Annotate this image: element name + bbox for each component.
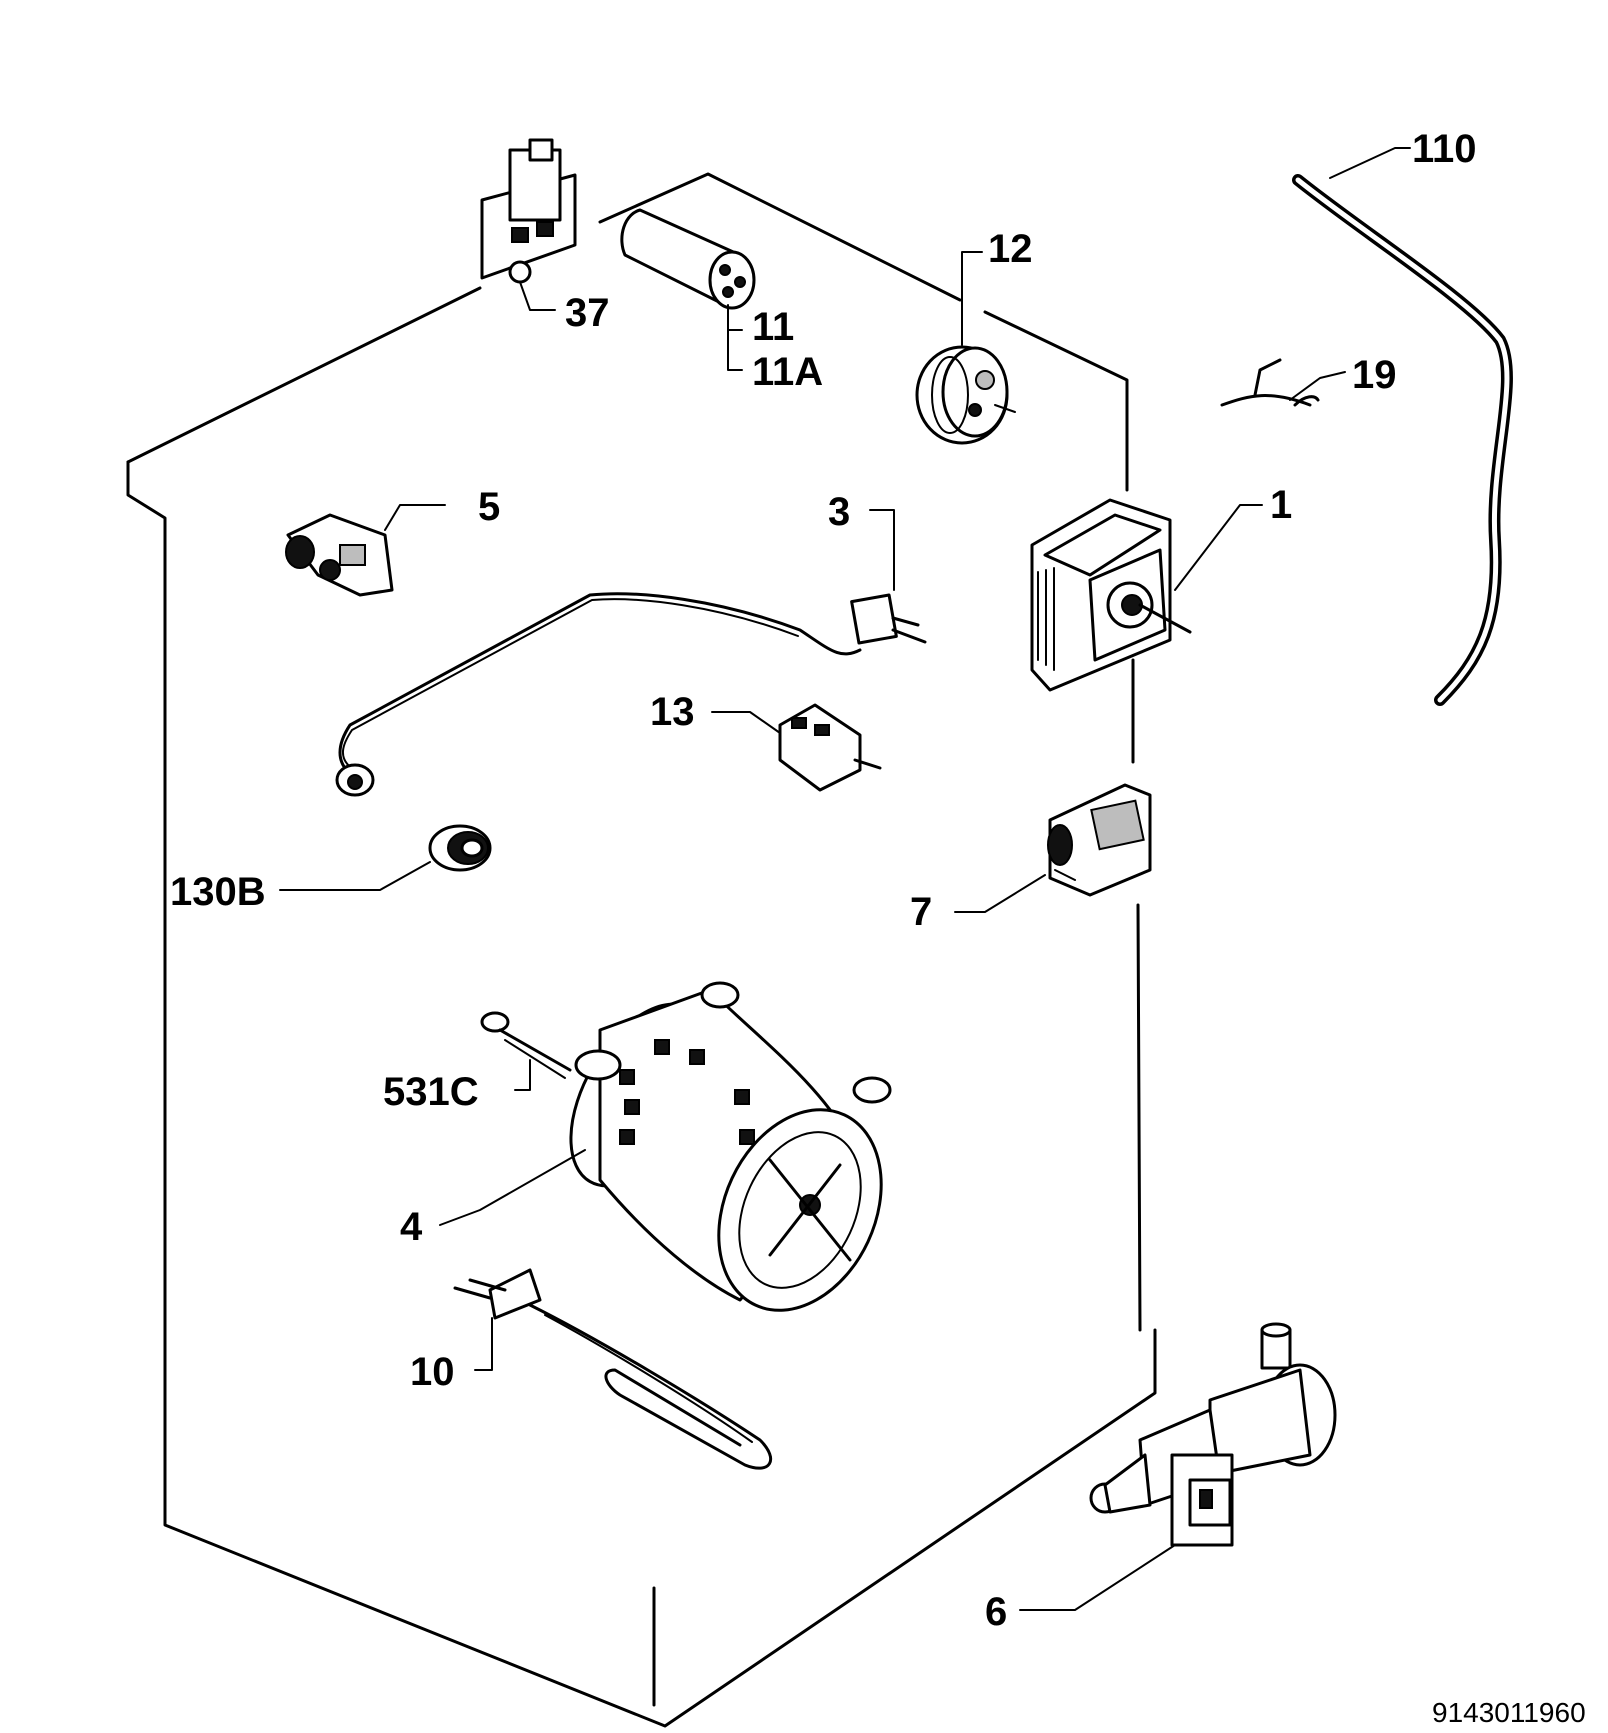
- cabinet-outline: [126, 172, 1157, 1728]
- part-6-drain-pump: [1019, 1322, 1337, 1611]
- drawing-number: 9143011960: [1432, 1697, 1586, 1728]
- callout-531c: 531C: [383, 1070, 479, 1114]
- callout-labels: 110 12 37 11 11A 19 5 3 1 13 130B 7 531C…: [170, 127, 1477, 1634]
- part-13-switch: [711, 703, 882, 792]
- part-11-capacitor: [620, 208, 756, 371]
- callout-11: 11: [752, 305, 794, 349]
- callout-13: 13: [650, 690, 695, 734]
- callout-6: 6: [985, 1590, 1007, 1634]
- part-4-motor: [439, 981, 892, 1312]
- callout-10: 10: [410, 1350, 455, 1394]
- callout-3: 3: [828, 490, 850, 534]
- part-7-filter: [954, 783, 1152, 913]
- part-531c-screw: [480, 1011, 572, 1091]
- callout-19: 19: [1352, 353, 1397, 397]
- callout-1: 1: [1270, 483, 1292, 527]
- callout-130b: 130B: [170, 870, 266, 914]
- callout-11a: 11A: [752, 350, 823, 394]
- callout-110: 110: [1412, 127, 1477, 171]
- part-1-timer: [1030, 498, 1263, 692]
- callout-37: 37: [565, 291, 610, 335]
- part-5-door-lock: [285, 504, 446, 597]
- part-12-pressure-switch: [915, 251, 1016, 445]
- callout-12: 12: [988, 227, 1033, 271]
- part-37-suppressor: [480, 138, 577, 311]
- part-3-sensor-cable: [335, 509, 927, 797]
- part-130b-foot: [279, 824, 492, 891]
- part-10-heater: [453, 1268, 773, 1470]
- part-110-hose: [1292, 147, 1513, 706]
- callout-4: 4: [400, 1205, 423, 1249]
- part-19-clip: [1220, 358, 1346, 407]
- callout-7: 7: [910, 890, 932, 934]
- callout-5: 5: [478, 485, 500, 529]
